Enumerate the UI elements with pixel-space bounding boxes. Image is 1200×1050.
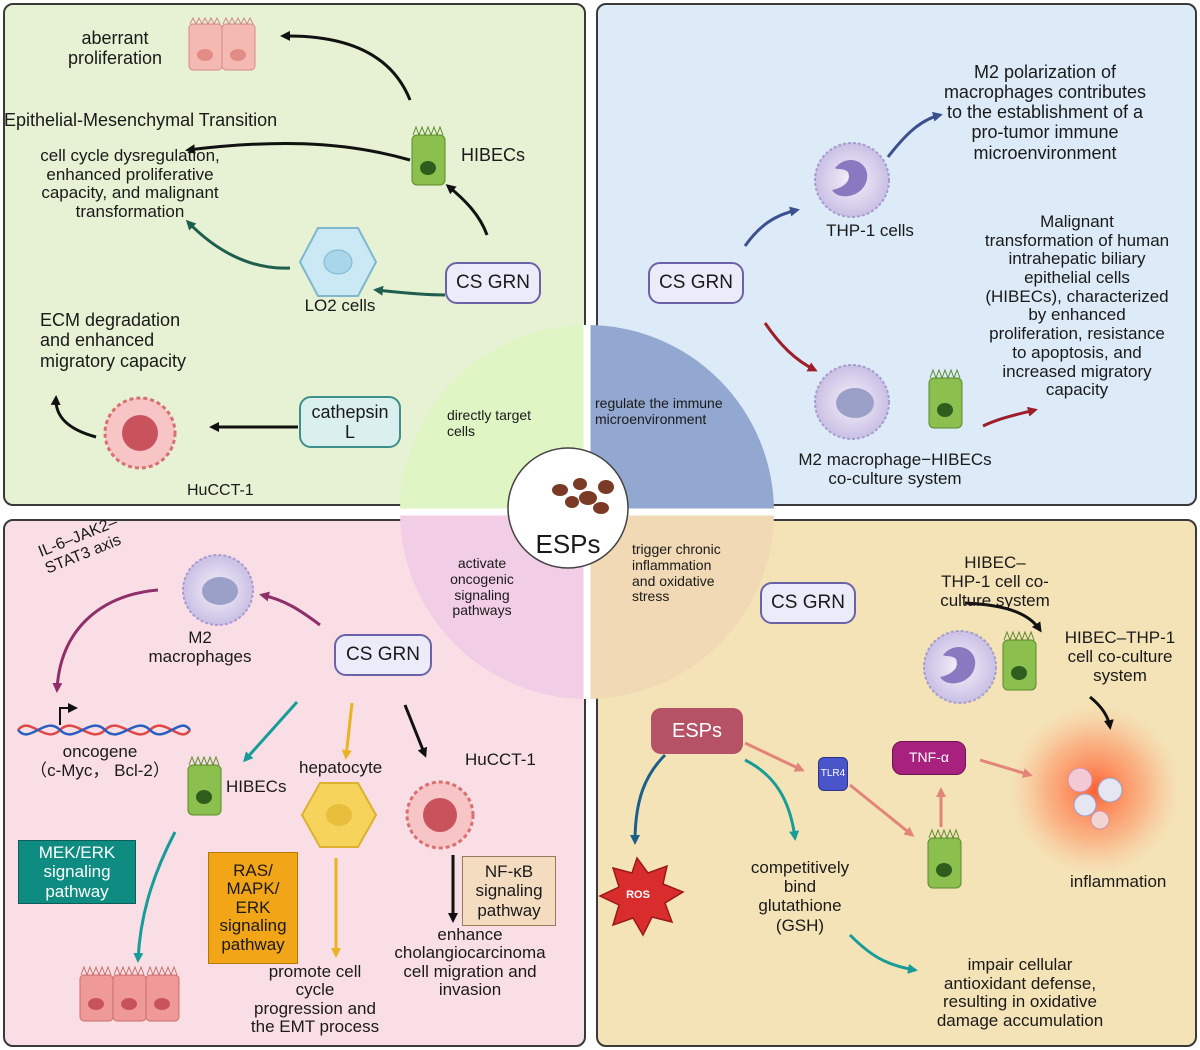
label-competitively-bind-gsh: competitively bind glutathione (GSH) (750, 858, 850, 935)
quadrant-immune (587, 325, 774, 512)
arrow-csgrn-to-hepatocyte (341, 702, 354, 760)
quadrant-label-immune: regulate the immune microenvironment (595, 395, 723, 427)
label-hibec-thp1-coculture-side: HIBEC–THP-1 cell co-culture system (1064, 628, 1176, 686)
arrow-hibecs-to-aberrant (280, 30, 412, 101)
center-esps-label: ESPs (535, 529, 601, 559)
hibec-cell-icon-br2 (927, 828, 962, 889)
quadrant-label-direct-target: directly target cells (447, 407, 532, 439)
nfkb-pathway-box: NF-κB signaling pathway (462, 856, 556, 926)
label-hepatocyte: hepatocyte (299, 758, 383, 777)
quadrant-inflammation (587, 512, 774, 699)
arrow-csgrn-to-hibecs (445, 184, 489, 236)
thp1-cell-icon-br (923, 630, 997, 704)
m2-macrophage-cell-icon (814, 364, 890, 440)
ras-mapk-erk-pathway-box: RAS/ MAPK/ ERK signaling pathway (208, 852, 298, 964)
ros-starburst-icon (598, 856, 685, 937)
dna-helix-icon (17, 703, 192, 736)
label-impair-antioxidant: impair cellular antioxidant defense, res… (936, 955, 1104, 1031)
label-hibecs-bl: HIBECs (226, 777, 287, 796)
arrow-csgrn-to-m2 (259, 591, 321, 627)
arrow-tlr4-to-hibec (849, 783, 915, 837)
label-malignant-transformation: Malignant transformation of human intrah… (984, 212, 1170, 400)
epithelial-cells-pink-icon-bl (79, 965, 180, 1022)
arrow-tnf-to-inflammation (979, 758, 1033, 778)
tlr4-receptor-node: TLR4 (818, 757, 848, 791)
lo2-cell-icon (298, 227, 378, 297)
esps-node-br: ESPs (651, 708, 743, 754)
arrow-csgrn-to-hucct (403, 704, 428, 758)
arrow-csgrn-to-thp1 (743, 206, 800, 247)
label-lo2-cells: LO2 cells (304, 296, 376, 315)
hucct1-cell-icon-bl (405, 780, 475, 850)
arrow-m2-to-oncogene (52, 588, 159, 693)
label-hucct1-bl: HuCCT-1 (465, 750, 536, 769)
arrow-csgrn-to-lo2 (373, 285, 446, 297)
label-inflammation: inflammation (1070, 872, 1167, 891)
esps-core (507, 447, 629, 569)
cathepsin-l-node: cathepsin L (299, 396, 401, 448)
arrow-esps-to-gsh (744, 758, 800, 841)
hibec-cell-icon-tr (928, 368, 963, 429)
label-emt: Epithelial-Mesenchymal Transition (4, 110, 278, 130)
arrow-esps-to-tlr4 (744, 741, 805, 772)
hibec-cell-icon-br1 (1002, 630, 1037, 691)
label-promote-cell-cycle: promote cell cycle progression and the E… (250, 962, 380, 1037)
hibec-cell-icon (411, 125, 446, 186)
cs-grn-node-bl: CS GRN (334, 634, 432, 676)
label-enhance-migration: enhance cholangiocarcinoma cell migratio… (394, 925, 546, 1000)
label-oncogene: oncogene （c-Myc， Bcl-2） (30, 742, 170, 781)
label-aberrant-proliferation: aberrant proliferation (67, 28, 163, 69)
arrow-esps-to-ros (630, 753, 667, 845)
inflammation-icon (1010, 705, 1180, 875)
arrow-hibecs-to-emt (185, 141, 411, 162)
label-ros: ROS (626, 889, 650, 901)
arrow-csgrn-to-coculture (964, 601, 1042, 633)
label-thp1-cells: THP-1 cells (826, 221, 914, 240)
esps-particles-icon (552, 478, 614, 514)
label-m2-macrophages: M2 macrophages (148, 628, 252, 667)
arrow-csgrn-to-hibecs (242, 700, 299, 763)
label-hucct1-tl: HuCCT-1 (187, 482, 254, 499)
arrow-coculture-to-inflammation (1089, 695, 1114, 730)
cs-grn-node-tl: CS GRN (445, 262, 541, 304)
arrow-hucct-to-ecm (50, 395, 97, 439)
arrow-csgrn-to-m2 (763, 322, 818, 372)
quadrant-label-oncogenic: activate oncogenic signaling pathways (450, 555, 514, 619)
quadrant-label-inflammation: trigger chronic inflammation and oxidati… (632, 541, 721, 605)
label-m2-hibecs-coculture: M2 macrophage−HIBECs co-culture system (798, 450, 992, 489)
m2-macrophage-cell-icon-bl (182, 554, 254, 626)
hucct1-cell-icon (103, 396, 177, 470)
label-hibecs: HIBECs (461, 145, 526, 165)
cs-grn-node-br: CS GRN (760, 582, 856, 624)
hepatocyte-cell-icon (300, 782, 378, 848)
thp1-cell-icon (814, 142, 890, 218)
label-m2-polarization: M2 polarization of macrophages contribut… (943, 62, 1147, 163)
label-ecm-degradation: ECM degradation and enhanced migratory c… (40, 310, 187, 371)
arrow-coculture-to-malignant (982, 406, 1038, 428)
hibec-cell-icon-bl (187, 755, 222, 816)
mek-erk-pathway-box: MEK/ERK signaling pathway (18, 840, 136, 904)
arrow-thp1-to-m2-text (886, 111, 943, 158)
arrow-hibecs-to-proliferation (133, 831, 177, 963)
arrow-lo2-to-cycle (185, 219, 291, 270)
tnf-alpha-node: TNF-α (892, 741, 966, 775)
arrow-gsh-to-impair (848, 933, 918, 974)
label-hibec-thp1-coculture-top: HIBEC– THP-1 cell co- culture system (940, 553, 1050, 611)
center-circle (400, 325, 774, 699)
epithelial-cells-pink-icon (188, 16, 256, 71)
label-cell-cycle: cell cycle dysregulation, enhanced proli… (40, 146, 220, 222)
cs-grn-node-tr: CS GRN (648, 262, 744, 304)
